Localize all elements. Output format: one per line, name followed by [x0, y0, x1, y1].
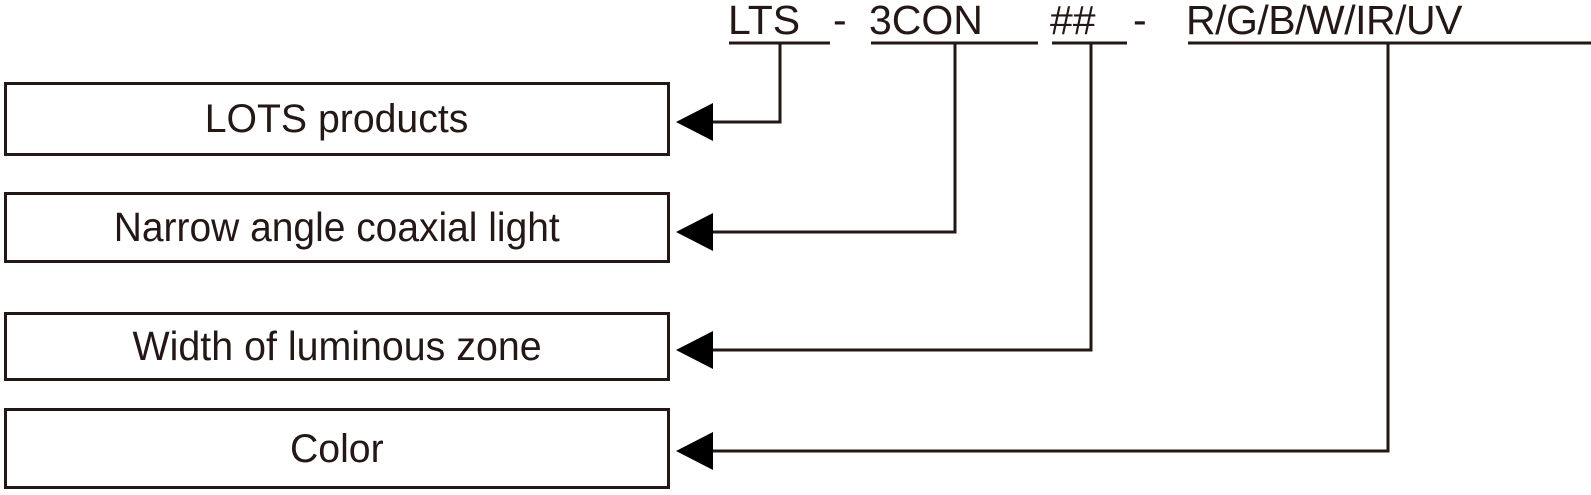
arrowhead-color	[676, 432, 713, 470]
label-box-width-of-luminous-zone: Width of luminous zone	[4, 312, 670, 381]
label-box-narrow-angle-coaxial-light: Narrow angle coaxial light	[4, 192, 670, 263]
code-token-separator-2: -	[1133, 0, 1147, 43]
label-text: LOTS products	[205, 97, 469, 141]
label-text: Color	[290, 426, 384, 471]
label-box-color: Color	[4, 408, 670, 489]
leader-line-lots-products	[712, 43, 782, 124]
arrowhead-luminous-width	[676, 331, 713, 369]
code-token-3con: 3CON	[869, 0, 983, 43]
code-token-hash: ##	[1050, 0, 1096, 43]
label-text: Narrow angle coaxial light	[114, 204, 560, 250]
code-token-lts: LTS	[728, 0, 801, 43]
code-token-separator-1: -	[833, 0, 847, 43]
arrowhead-lots-products	[676, 103, 713, 141]
leader-line-luminous-width	[712, 43, 1093, 352]
leader-line-color	[712, 43, 1390, 453]
label-text: Width of luminous zone	[132, 323, 542, 369]
label-box-lots-products: LOTS products	[4, 82, 670, 156]
part-number-code-line: LTS - 3CON ## - R/G/B/W/IR/UV	[0, 0, 1591, 46]
arrowhead-narrow-angle	[676, 213, 713, 251]
leader-line-narrow-angle	[712, 43, 957, 234]
code-token-color: R/G/B/W/IR/UV	[1186, 0, 1462, 43]
